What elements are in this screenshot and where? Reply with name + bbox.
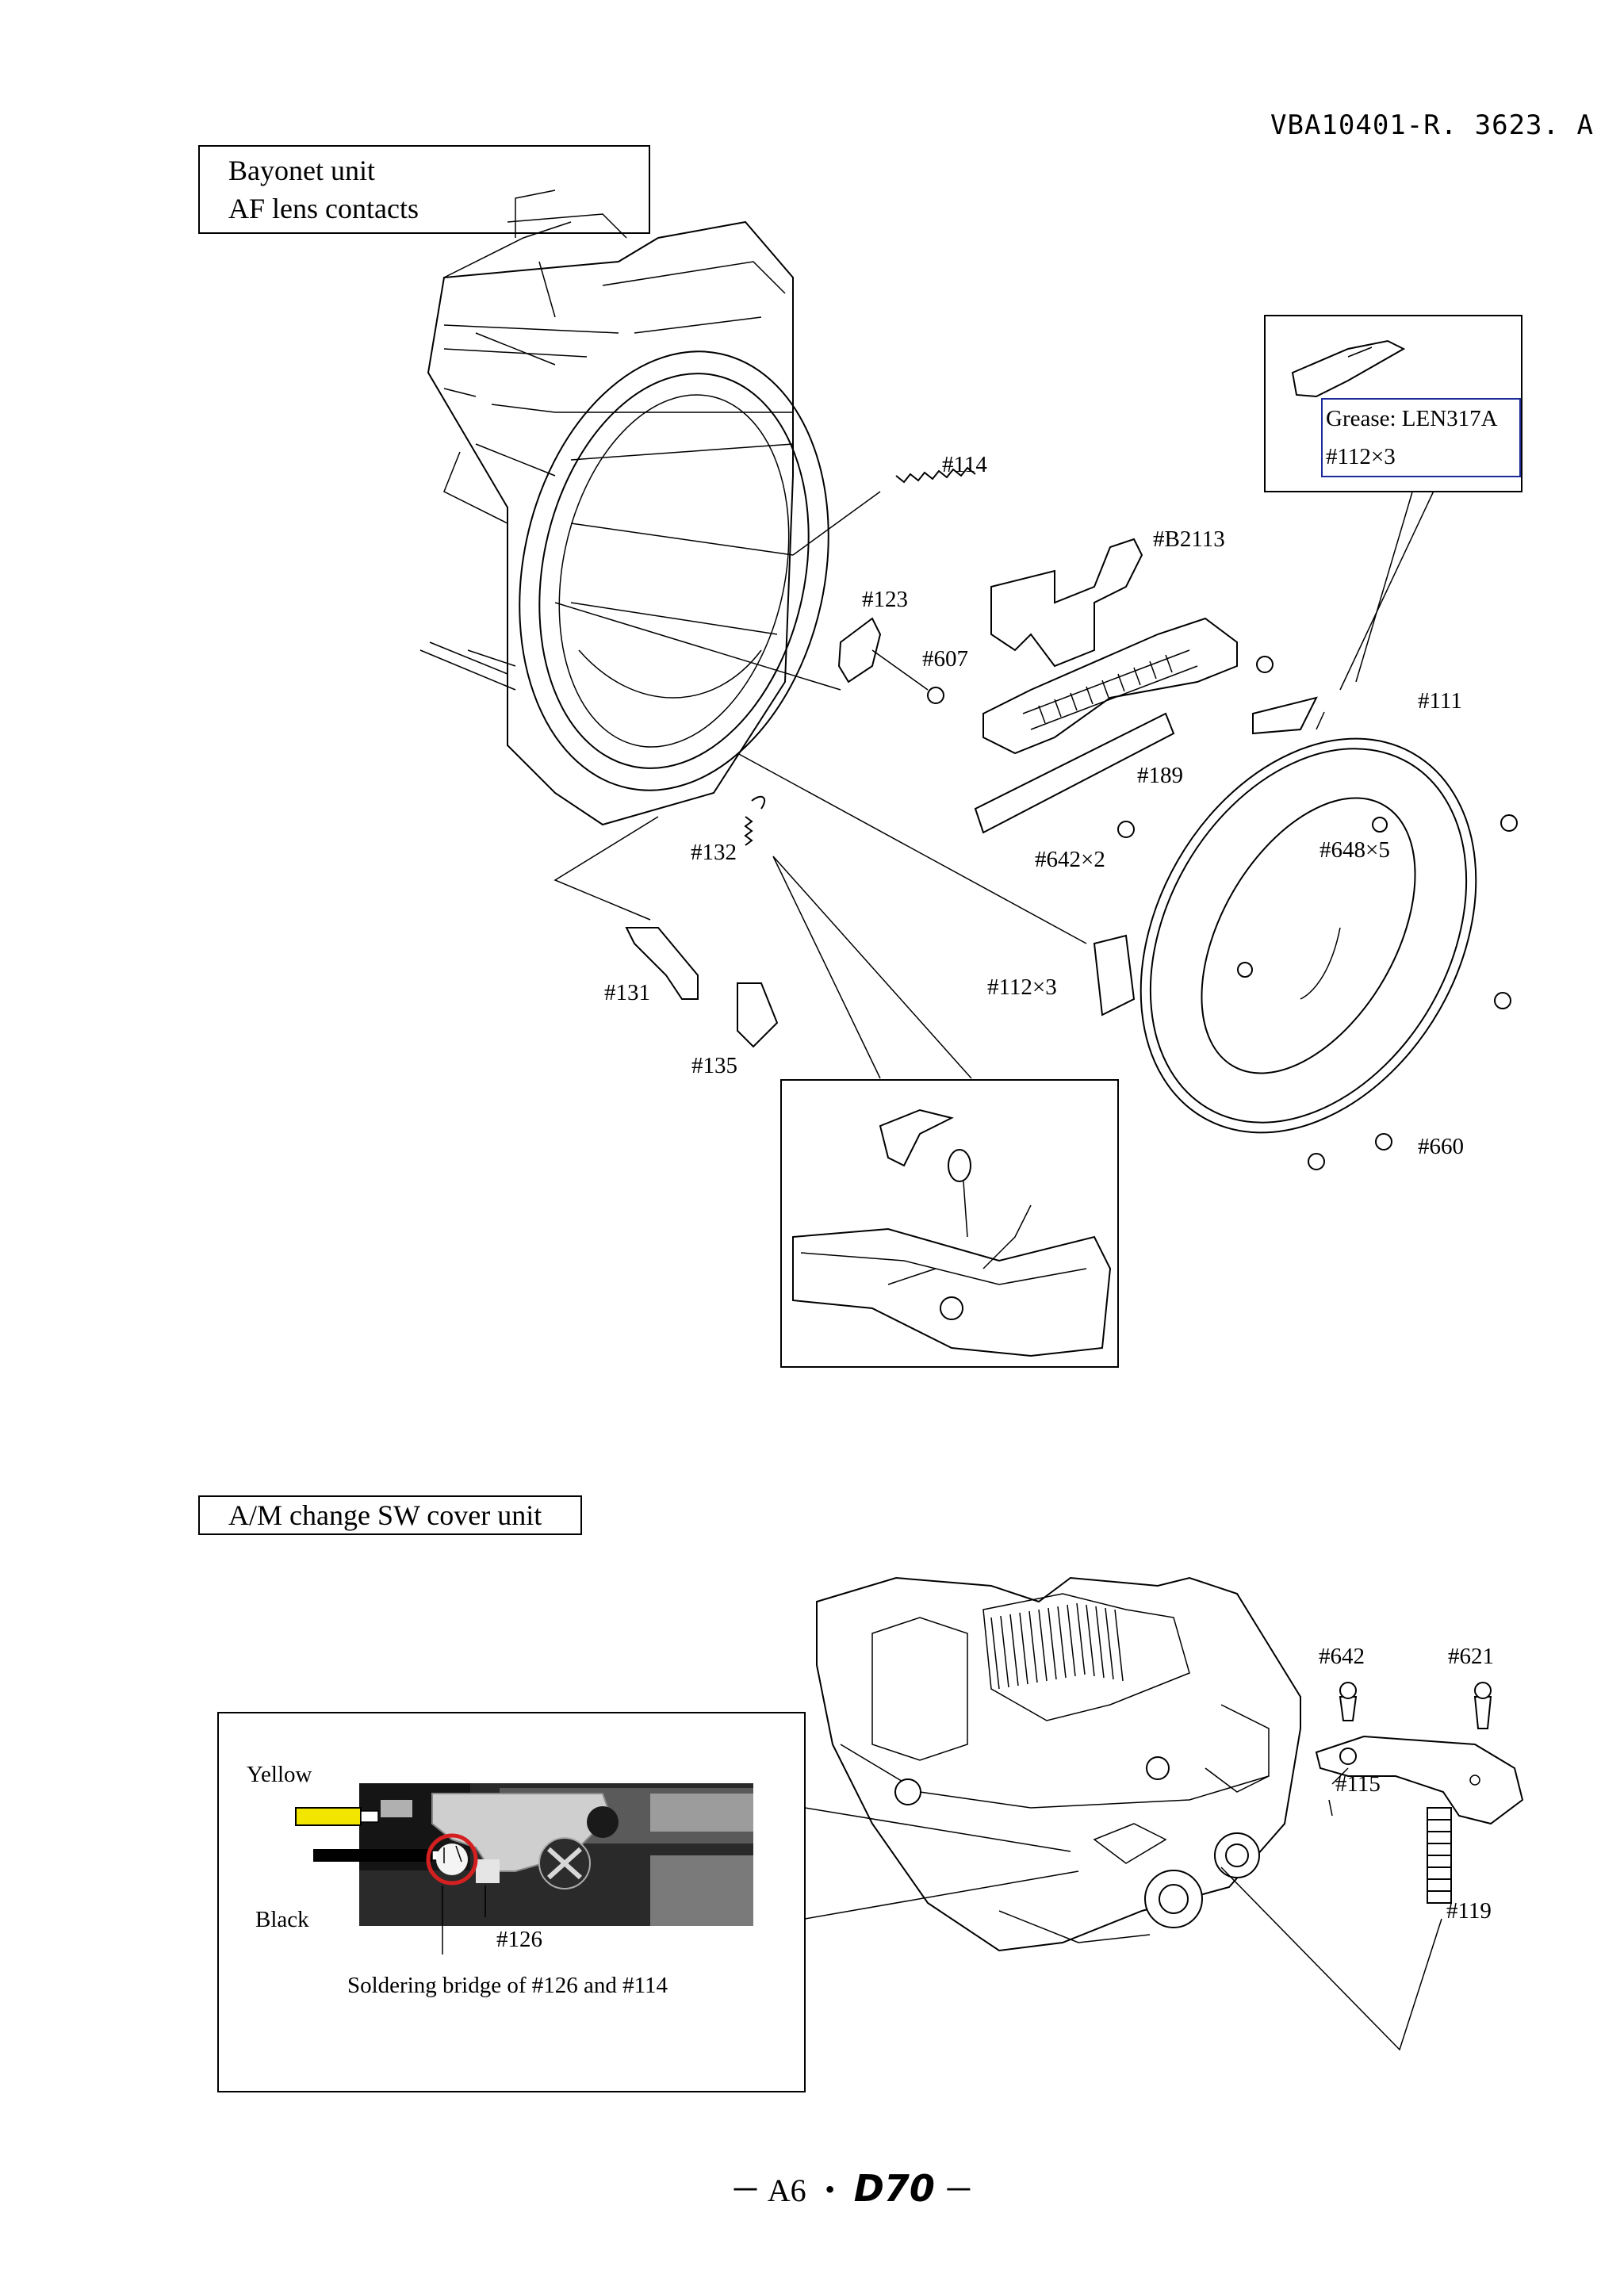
label-115: #115 xyxy=(1335,1771,1381,1797)
document-code: VBA10401-R. 3623. A xyxy=(1270,109,1594,141)
bayonet-mount-ring xyxy=(1139,737,1477,1134)
bar-189 xyxy=(974,712,1175,834)
screw-648-b xyxy=(1500,814,1518,832)
page-footer: － A6 ・D70－ xyxy=(730,2165,975,2211)
label-123: #123 xyxy=(862,587,908,612)
label-189: #189 xyxy=(1137,763,1183,788)
bracket-123 xyxy=(837,617,882,683)
plate-b2113 xyxy=(990,538,1143,668)
section-title-bayonet: Bayonet unit AF lens contacts xyxy=(198,145,650,234)
label-132: #132 xyxy=(691,840,737,865)
label-135: #135 xyxy=(691,1053,737,1078)
label-black: Black xyxy=(255,1907,309,1932)
screw-642 xyxy=(1339,1696,1358,1721)
screw-648-d xyxy=(1494,992,1511,1009)
section-title-am-change: A/M change SW cover unit xyxy=(198,1495,582,1535)
mechanism-detail xyxy=(792,1108,1112,1357)
label-119: #119 xyxy=(1446,1898,1492,1924)
brand-logo: D70 xyxy=(853,2167,935,2210)
leader-lines-2 xyxy=(804,1767,1442,2051)
solder-note: Soldering bridge of #126 and #114 xyxy=(347,1973,668,1998)
yellow-wire xyxy=(295,1807,362,1826)
solder-marker xyxy=(426,1833,478,1886)
label-126: #126 xyxy=(496,1927,542,1952)
key-plate xyxy=(1093,934,1136,1016)
grease-label: Grease: LEN317A xyxy=(1326,406,1498,431)
label-b2113: #B2113 xyxy=(1153,526,1225,552)
grease-inset-frame xyxy=(1264,315,1522,492)
label-yellow: Yellow xyxy=(247,1762,312,1787)
label-642x2: #642×2 xyxy=(1035,847,1105,872)
spring-119 xyxy=(1427,1807,1452,1904)
label-607: #607 xyxy=(922,646,968,672)
screw-660-a xyxy=(1375,1133,1392,1150)
grease-quantity: #112×3 xyxy=(1326,444,1396,469)
frame-bayonet-ring xyxy=(519,350,829,791)
footer-prefix: － A6 ・ xyxy=(730,2173,846,2208)
label-648x5: #648×5 xyxy=(1320,837,1390,863)
label-131: #131 xyxy=(604,980,650,1005)
af-contact-block xyxy=(982,617,1238,755)
grease-callout: Grease: LEN317A #112×3 xyxy=(1321,398,1521,477)
spring-132 xyxy=(744,795,766,846)
screw-648-c xyxy=(1237,962,1253,978)
mirror-box-frame xyxy=(419,190,794,826)
yellow-wire-tip xyxy=(360,1810,379,1823)
label-111: #111 xyxy=(1418,688,1462,714)
screw-648-a xyxy=(1372,817,1388,833)
label-114: #114 xyxy=(942,452,987,477)
black-wire xyxy=(313,1849,432,1862)
contact-strip xyxy=(1252,696,1318,735)
spring-114 xyxy=(895,466,976,484)
section-title-line1: Bayonet unit xyxy=(228,155,375,186)
label-642: #642 xyxy=(1319,1644,1365,1669)
footer-suffix: － xyxy=(942,2173,975,2208)
lever-115 xyxy=(1315,1735,1524,1825)
screw-621 xyxy=(1473,1696,1492,1729)
screw-642-b xyxy=(1117,821,1135,838)
label-660: #660 xyxy=(1418,1134,1464,1159)
screw-642-a xyxy=(1256,656,1274,673)
screw-607 xyxy=(927,687,944,704)
bracket-135 xyxy=(737,982,779,1048)
section-title-line2: AF lens contacts xyxy=(228,193,419,224)
label-112x3: #112×3 xyxy=(987,974,1057,1000)
camera-body xyxy=(816,1576,1301,1952)
grease-part-sketch xyxy=(1291,339,1406,398)
label-621: #621 xyxy=(1448,1644,1494,1669)
lever-131 xyxy=(625,927,699,1000)
screw-660-b xyxy=(1308,1153,1325,1170)
